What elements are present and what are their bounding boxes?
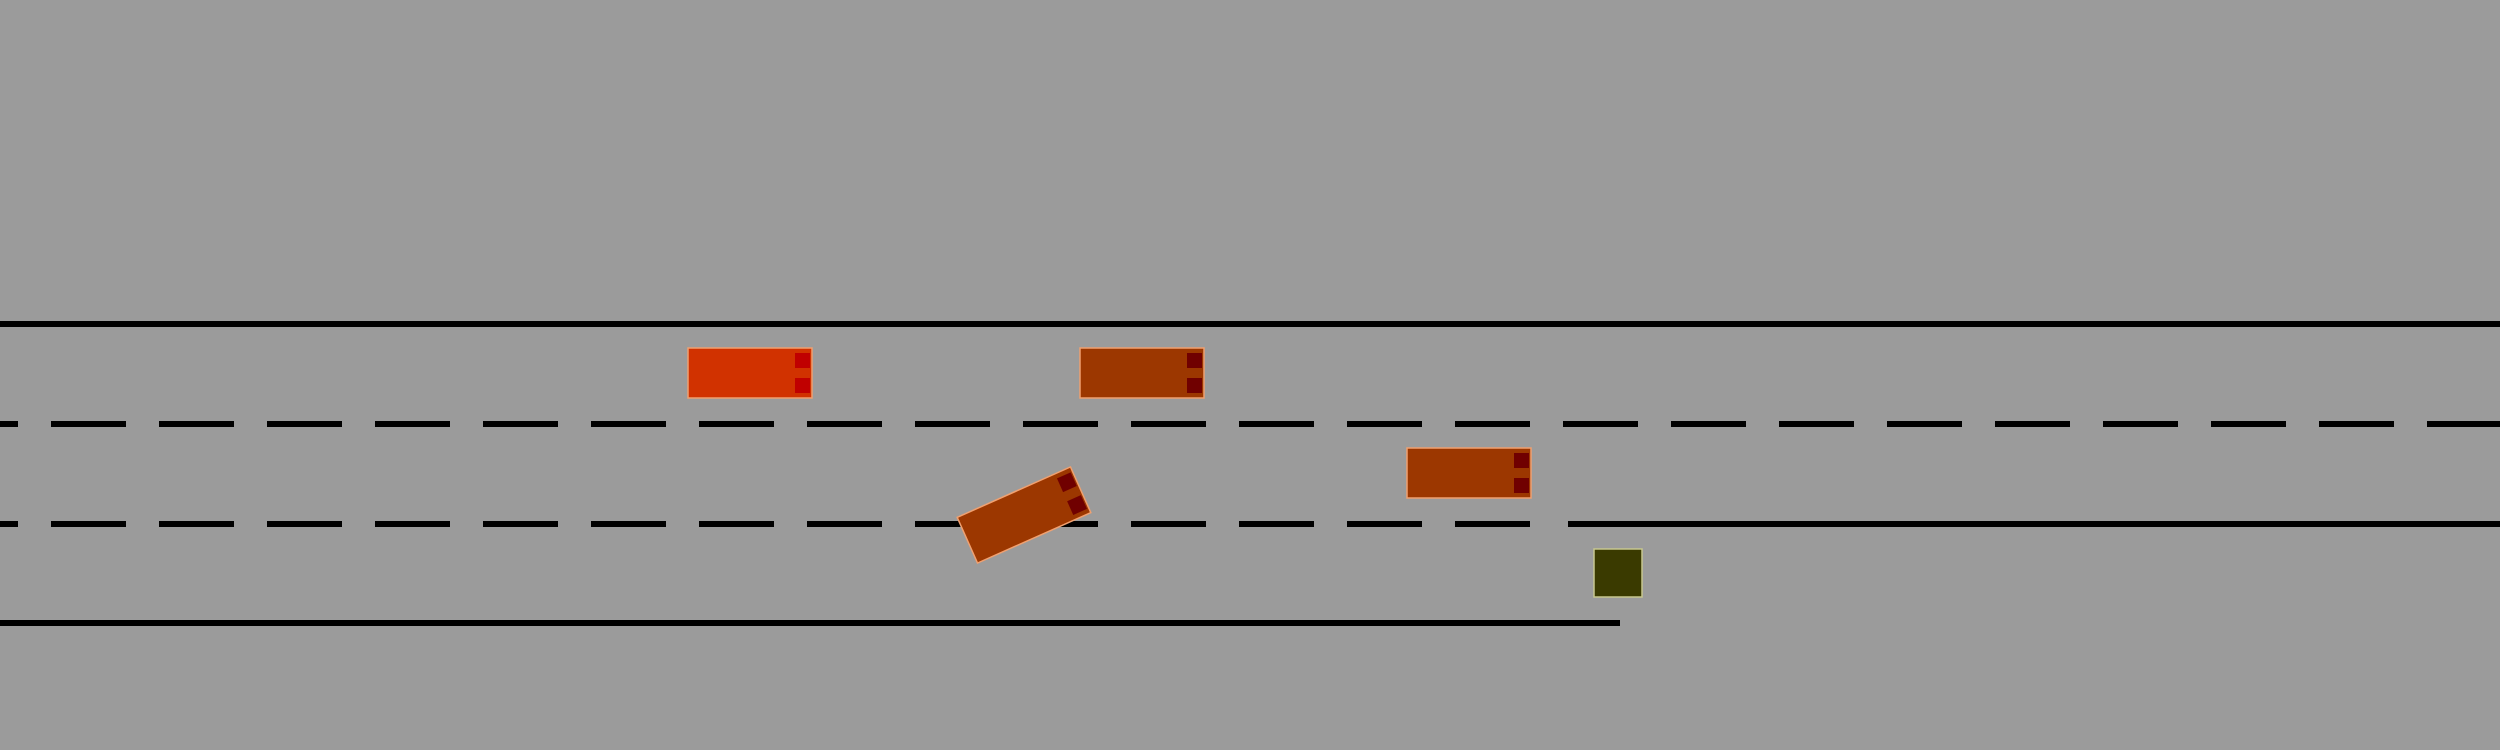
- vehicle-body: [1079, 347, 1205, 399]
- vehicle-light: [1514, 453, 1529, 468]
- obstacle: [1593, 548, 1643, 598]
- vehicle-light: [1067, 495, 1087, 515]
- vehicle-light: [1187, 378, 1202, 393]
- vehicle-body: [687, 347, 813, 399]
- ego-vehicle: [687, 347, 813, 399]
- vehicle-light: [795, 353, 810, 368]
- vehicle-body: [1406, 447, 1532, 499]
- other-vehicle-merging: [956, 465, 1092, 565]
- vehicle-light: [1514, 478, 1529, 493]
- vehicle-light: [795, 378, 810, 393]
- vehicle-light: [1056, 472, 1077, 493]
- vehicle-body: [956, 465, 1092, 565]
- vehicle-light: [1187, 353, 1202, 368]
- other-vehicle: [1406, 447, 1532, 499]
- other-vehicle: [1079, 347, 1205, 399]
